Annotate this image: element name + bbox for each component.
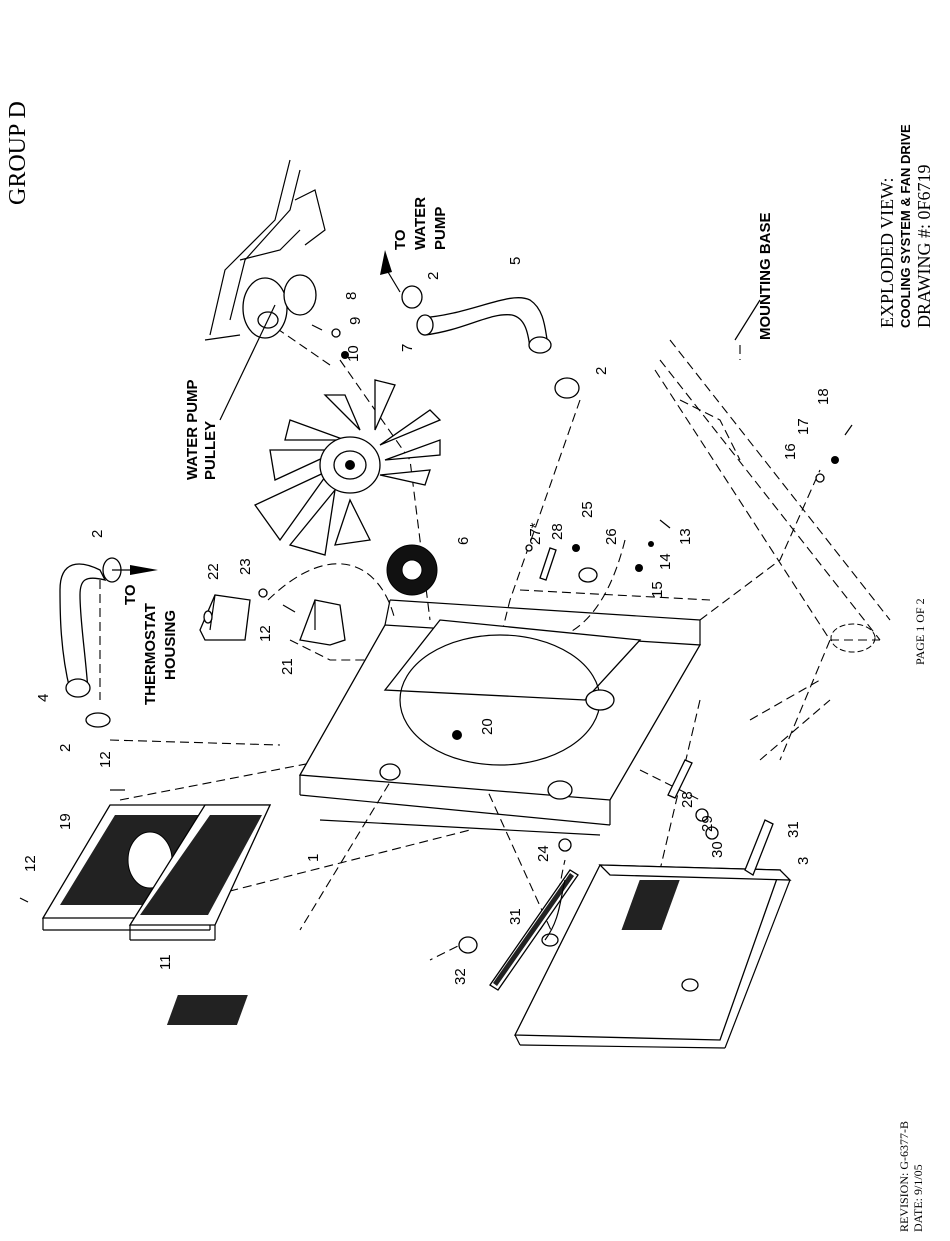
label-to-water-pump-3: PUMP: [432, 207, 449, 250]
callout-15: 15: [649, 581, 666, 598]
label-to-water-pump-1: TO: [392, 229, 409, 250]
date-text: DATE: 9/1/05: [911, 1164, 925, 1232]
screw-12-far: [20, 898, 28, 902]
callout-31-a: 31: [507, 908, 524, 925]
upper-hose-4: [60, 564, 105, 697]
callout-31-b: 31: [785, 821, 802, 838]
title-block: EXPLODED VIEW: COOLING SYSTEM & FAN DRIV…: [877, 124, 934, 328]
callout-29: 29: [699, 815, 716, 832]
clamp-2-lower-left: [86, 713, 110, 727]
label-to-thermostat-2: THERMOSTAT: [142, 603, 159, 705]
arrow-to-water-pump: [380, 250, 392, 275]
callout-1: 1: [305, 854, 322, 862]
bracket-21: [300, 600, 345, 645]
callout-26: 26: [603, 528, 620, 545]
callout-6: 6: [455, 537, 472, 545]
callout-18: 18: [815, 388, 832, 405]
callout-23: 23: [237, 558, 254, 575]
callout-22: 22: [205, 563, 222, 580]
callout-25: 25: [579, 501, 596, 518]
fan-7: [255, 380, 440, 555]
callout-12-a: 12: [22, 855, 39, 872]
callout-19: 19: [57, 813, 74, 830]
callout-21: 21: [279, 658, 296, 675]
shroud-frame-1: [300, 600, 700, 835]
callout-28-b: 28: [679, 791, 696, 808]
label-to-thermostat-3: HOUSING: [162, 610, 179, 680]
callout-2-d: 2: [593, 367, 610, 375]
callout-24: 24: [535, 845, 552, 862]
callout-13: 13: [677, 528, 694, 545]
bolt-13: [660, 520, 670, 528]
callout-3: 3: [795, 857, 812, 865]
fitting-26: [579, 568, 597, 582]
callout-11: 11: [157, 954, 174, 970]
fitting-23: [259, 589, 267, 597]
water-pump-pulley: [205, 160, 325, 340]
label-pulley: PULLEY: [202, 421, 219, 480]
page-number: PAGE 1 OF 2: [913, 598, 927, 665]
callout-28-a: 28: [549, 523, 566, 540]
clamp-2-lower-right: [555, 378, 579, 398]
callout-5: 5: [507, 257, 524, 265]
bolt-18: [845, 425, 852, 435]
callout-10: 10: [345, 345, 362, 362]
callout-2-a: 2: [57, 744, 74, 752]
spacer-6: [387, 545, 437, 595]
callout-12-b: 12: [97, 751, 114, 768]
label-mounting-base: MOUNTING BASE: [757, 213, 774, 341]
label-to-water-pump-2: WATER: [412, 197, 429, 250]
callout-2-b: 2: [89, 530, 106, 538]
drawing-number: DRAWING #: 0F6719: [914, 164, 934, 328]
washer-14: [648, 541, 654, 547]
clamp-2-water-pump: [402, 286, 422, 308]
callout-17: 17: [795, 418, 812, 435]
reservoir-22: [200, 595, 250, 640]
label-to-thermostat-1: TO: [122, 584, 139, 605]
callout-12-c: 12: [257, 625, 274, 642]
callout-27: 27*: [527, 522, 544, 545]
callout-2-c: 2: [425, 272, 442, 280]
washer-16: [816, 474, 824, 482]
callout-4: 4: [35, 694, 52, 702]
nut-15: [635, 564, 643, 572]
callout-9: 9: [347, 317, 364, 325]
callout-20: 20: [479, 718, 496, 735]
callout-8: 8: [343, 292, 360, 300]
callout-30: 30: [709, 841, 726, 858]
callout-16: 16: [782, 443, 799, 460]
lower-hose-5: [417, 298, 551, 353]
fitting-24: [559, 839, 571, 851]
cap-32: [459, 937, 477, 953]
callout-7: 7: [399, 344, 416, 352]
screw-12-mid: [283, 605, 295, 612]
mounting-base: [655, 340, 890, 760]
revision-text: REVISION: G-6377-B: [897, 1121, 911, 1232]
washer-9: [332, 329, 340, 337]
callout-32: 32: [452, 968, 469, 985]
group-heading: GROUP D: [5, 101, 31, 205]
nut-17: [831, 456, 839, 464]
view-subtitle: COOLING SYSTEM & FAN DRIVE: [898, 124, 913, 328]
bracket-31-right: [745, 820, 773, 875]
bolt-8: [312, 325, 322, 330]
bolt-25: [572, 544, 580, 552]
view-title: EXPLODED VIEW:: [877, 178, 897, 328]
label-water-pump: WATER PUMP: [184, 379, 201, 480]
callout-14: 14: [657, 553, 674, 570]
rod-28-upper: [540, 548, 556, 580]
radiator-3: [167, 865, 790, 1048]
